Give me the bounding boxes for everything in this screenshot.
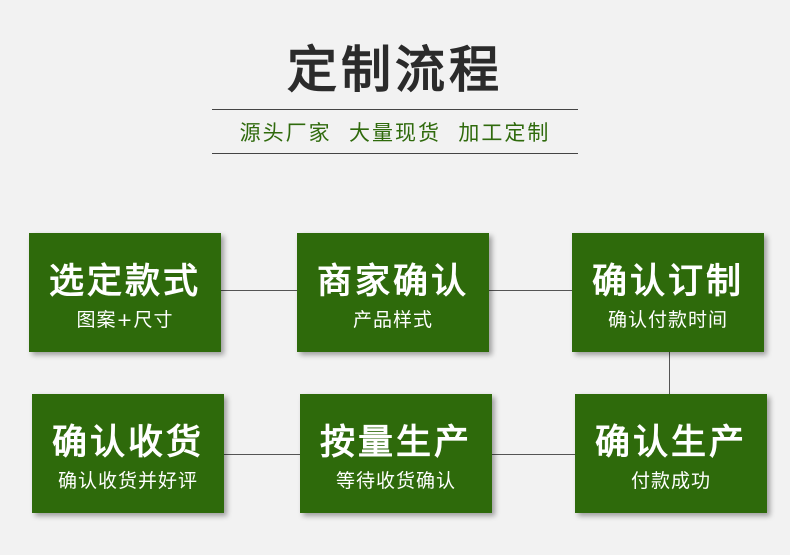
connector-step5-step6	[224, 454, 300, 455]
connector-step3-step4	[669, 352, 670, 394]
step-box-1: 选定款式 图案+尺寸	[29, 233, 221, 352]
step-title: 确认生产	[594, 423, 747, 463]
step-title: 商家确认	[316, 262, 469, 302]
step-box-4: 确认生产 付款成功	[575, 394, 767, 513]
title-rule-top	[212, 109, 578, 110]
step-box-6: 确认收货 确认收货并好评	[32, 394, 224, 513]
step-box-3: 确认订制 确认付款时间	[572, 233, 764, 352]
step-detail: 付款成功	[630, 470, 711, 492]
step-title: 选定款式	[48, 262, 201, 302]
step-title: 确认收货	[51, 423, 204, 463]
step-detail: 图案+尺寸	[76, 309, 174, 331]
page-subtitle: 源头厂家 大量现货 加工定制	[239, 121, 551, 145]
page-title: 定制流程	[287, 40, 503, 99]
step-title: 确认订制	[591, 262, 744, 302]
step-title: 按量生产	[319, 423, 472, 463]
step-box-5: 按量生产 等待收货确认	[300, 394, 492, 513]
step-detail: 确认付款时间	[607, 309, 728, 331]
connector-step2-step3	[489, 290, 572, 291]
step-detail: 确认收货并好评	[57, 470, 198, 492]
title-rule-bottom	[212, 153, 578, 154]
step-box-2: 商家确认 产品样式	[297, 233, 489, 352]
connector-step4-step5	[492, 454, 575, 455]
step-detail: 等待收货确认	[335, 470, 456, 492]
step-detail: 产品样式	[352, 309, 433, 331]
connector-step1-step2	[221, 290, 297, 291]
